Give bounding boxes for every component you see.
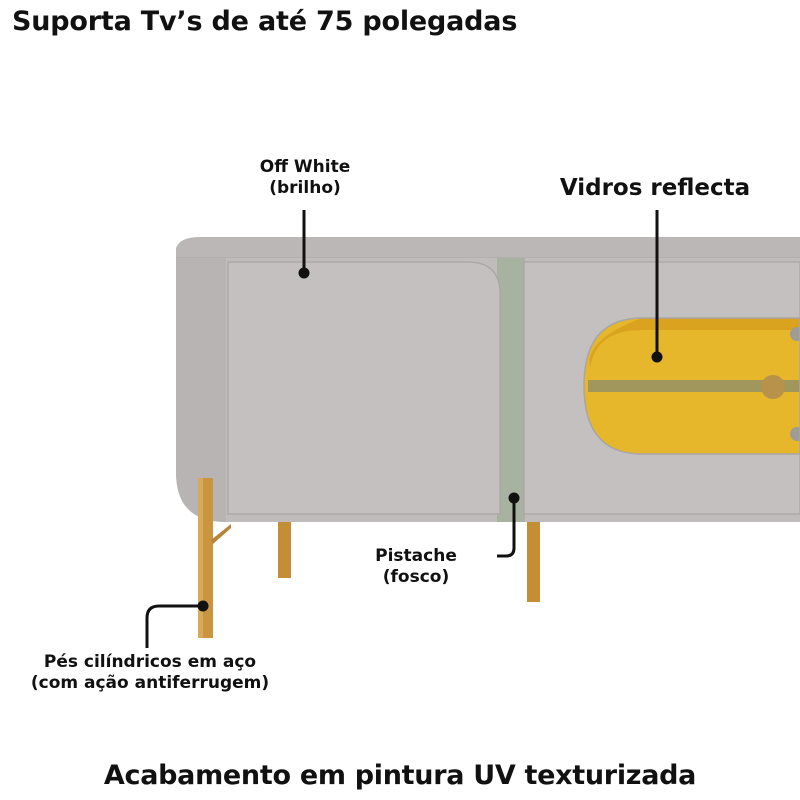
back-leg-right xyxy=(527,522,540,602)
back-leg-left xyxy=(278,522,291,578)
vidros-label: Vidros reflecta xyxy=(540,174,770,203)
pistache-title: Pistache xyxy=(375,546,457,566)
legs-note: (com ação antiferrugem) xyxy=(30,673,270,694)
pistache-note: (fosco) xyxy=(382,567,450,588)
off-white-note: (brilho) xyxy=(269,178,341,199)
page-heading: Suporta Tv’s de até 75 polegadas xyxy=(12,6,518,37)
legs-title: Pés cilíndricos em aço xyxy=(43,652,257,672)
off-white-label: Off White (brilho) xyxy=(230,157,380,200)
pistache-panel xyxy=(497,258,525,522)
callout-off-white xyxy=(298,210,310,279)
pistache-label: Pistache (fosco) xyxy=(370,546,462,589)
vidros-title: Vidros reflecta xyxy=(559,175,751,201)
callout-vidros xyxy=(651,210,663,363)
cabinet-top xyxy=(176,237,800,258)
legs-label: Pés cilíndricos em aço (com ação antifer… xyxy=(0,652,300,695)
callout-pistache xyxy=(497,492,520,558)
cabinet-side xyxy=(176,258,226,522)
callout-pes xyxy=(145,600,209,648)
finish-caption: Acabamento em pintura UV texturizada xyxy=(103,760,697,791)
off-white-title: Off White xyxy=(259,157,351,177)
left-door xyxy=(227,261,501,515)
glass-window xyxy=(583,317,800,455)
